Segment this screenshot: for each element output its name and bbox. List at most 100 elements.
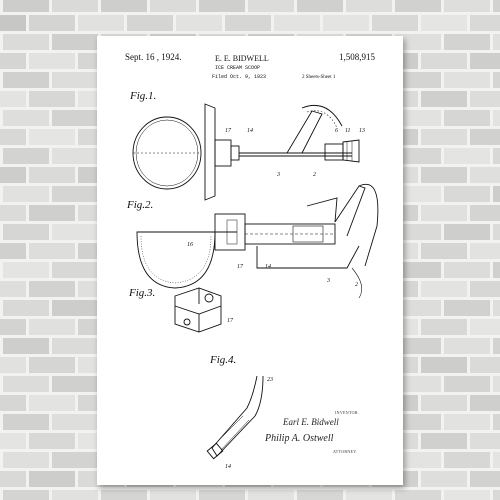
brick xyxy=(346,490,392,500)
brick xyxy=(395,300,441,316)
brick xyxy=(29,205,75,221)
brick xyxy=(0,357,26,373)
brick xyxy=(3,34,49,50)
svg-text:2: 2 xyxy=(313,172,316,178)
brick xyxy=(0,129,26,145)
brick xyxy=(395,148,441,164)
brick xyxy=(29,167,75,183)
svg-text:11: 11 xyxy=(345,128,351,134)
brick xyxy=(444,262,490,278)
brick xyxy=(0,91,26,107)
brick xyxy=(29,15,75,31)
brick xyxy=(421,433,467,449)
brick xyxy=(0,243,26,259)
brick xyxy=(470,433,500,449)
brick xyxy=(3,148,49,164)
figure-2-label: Fig.2. xyxy=(127,199,154,211)
brick xyxy=(199,490,245,500)
brick xyxy=(29,471,75,487)
patent-poster: Sept. 16 , 1924. E. E. BIDWELL 1,508,915… xyxy=(97,36,403,485)
brick xyxy=(470,281,500,297)
brick xyxy=(421,167,467,183)
figure-4-drawing: 23 14 xyxy=(206,375,273,470)
brick xyxy=(3,414,49,430)
inventor-label: INVENTOR. xyxy=(335,410,360,415)
figure-3-label: Fig.3. xyxy=(129,287,156,299)
brick xyxy=(0,53,26,69)
brick xyxy=(395,186,441,202)
brick xyxy=(493,72,500,88)
brick xyxy=(52,300,98,316)
brick xyxy=(52,72,98,88)
brick xyxy=(470,471,500,487)
brick xyxy=(470,129,500,145)
brick xyxy=(3,72,49,88)
brick xyxy=(3,186,49,202)
brick xyxy=(78,15,124,31)
brick xyxy=(29,91,75,107)
svg-text:3: 3 xyxy=(326,278,330,284)
svg-text:6: 6 xyxy=(335,128,338,134)
figure-2-drawing: 17 14 3 2 16 xyxy=(136,184,379,299)
brick xyxy=(3,110,49,126)
brick xyxy=(3,338,49,354)
filed-date: Filed Oct. 9, 1923 xyxy=(212,74,267,80)
brick xyxy=(52,262,98,278)
brick xyxy=(150,490,196,500)
brick xyxy=(493,452,500,468)
brick xyxy=(421,243,467,259)
patent-number: 1,508,915 xyxy=(339,52,375,62)
brick xyxy=(444,110,490,126)
figure-3-drawing: 17 xyxy=(174,287,234,333)
brick xyxy=(0,319,26,335)
brick xyxy=(29,243,75,259)
brick xyxy=(101,490,147,500)
brick xyxy=(421,395,467,411)
brick xyxy=(52,110,98,126)
brick xyxy=(248,0,294,12)
brick xyxy=(225,15,271,31)
svg-text:14: 14 xyxy=(247,127,253,134)
brick xyxy=(3,0,49,12)
brick xyxy=(395,224,441,240)
brick xyxy=(52,338,98,354)
brick xyxy=(29,319,75,335)
svg-text:17: 17 xyxy=(227,318,234,324)
brick xyxy=(248,490,294,500)
brick xyxy=(3,490,49,500)
brick xyxy=(52,0,98,12)
brick xyxy=(52,414,98,430)
brick xyxy=(29,281,75,297)
brick xyxy=(421,15,467,31)
brick xyxy=(395,262,441,278)
brick xyxy=(3,300,49,316)
brick xyxy=(52,490,98,500)
brick xyxy=(3,452,49,468)
brick xyxy=(52,452,98,468)
brick xyxy=(52,376,98,392)
brick xyxy=(444,0,490,12)
brick xyxy=(444,376,490,392)
brick xyxy=(470,15,500,31)
brick xyxy=(101,0,147,12)
svg-text:23: 23 xyxy=(267,377,273,383)
brick xyxy=(470,205,500,221)
brick xyxy=(372,15,418,31)
brick xyxy=(3,262,49,278)
brick xyxy=(470,91,500,107)
brick xyxy=(52,186,98,202)
brick xyxy=(3,376,49,392)
brick xyxy=(470,357,500,373)
brick xyxy=(297,490,343,500)
brick xyxy=(395,452,441,468)
patent-title: ICE CREAM SCOOP xyxy=(215,65,261,71)
brick xyxy=(421,471,467,487)
brick xyxy=(395,414,441,430)
brick xyxy=(470,167,500,183)
figure-1-drawing: 17 14 6 11 13 3 2 xyxy=(132,103,365,201)
brick xyxy=(323,15,369,31)
brick xyxy=(470,53,500,69)
brick xyxy=(493,148,500,164)
svg-text:13: 13 xyxy=(359,128,365,134)
brick xyxy=(395,34,441,50)
